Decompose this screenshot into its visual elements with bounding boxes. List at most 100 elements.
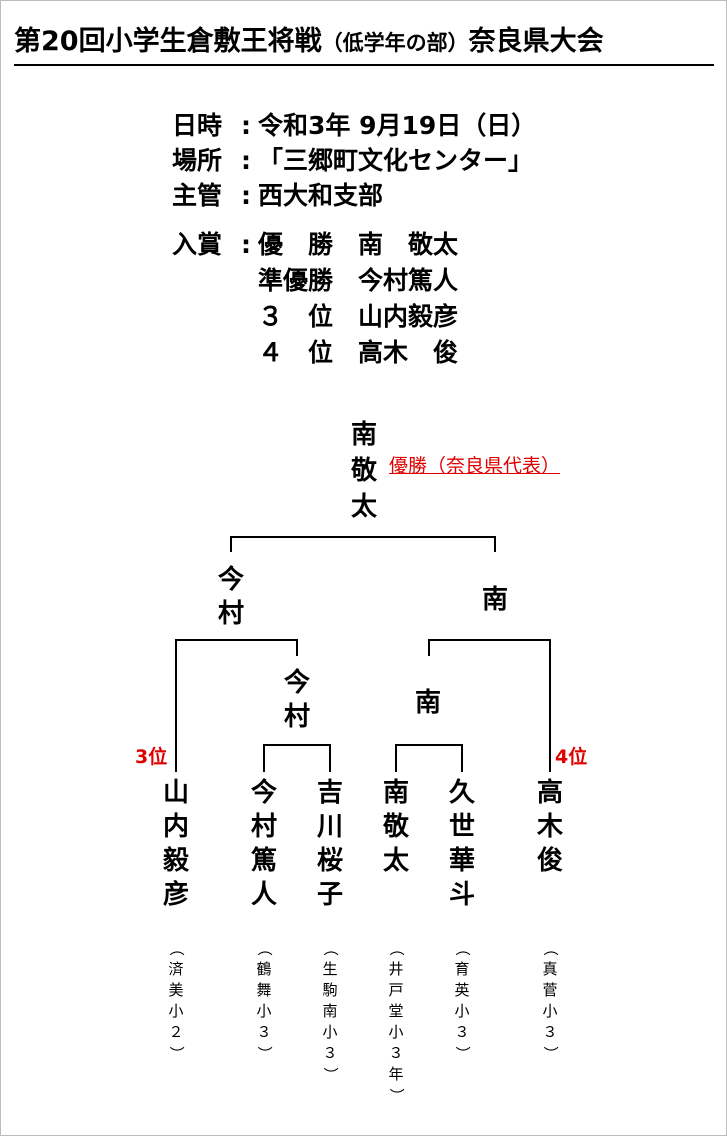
- champion-char: 敬: [350, 456, 377, 486]
- player-char: 内: [162, 812, 189, 842]
- player-char: 篤: [250, 846, 277, 876]
- school-char: ３: [256, 1023, 272, 1041]
- school-char: （: [453, 940, 472, 956]
- school-char: ２: [168, 1023, 184, 1041]
- player-char: 山: [162, 778, 189, 808]
- title-sub: （低学年の部）: [321, 31, 469, 55]
- venue-colon: :: [241, 146, 251, 175]
- prize-row-1: 優 勝南 敬太: [258, 232, 458, 257]
- player-name: 南 敬 太: [381, 776, 411, 878]
- date-label: 日時: [172, 111, 223, 140]
- player-char: 敬: [382, 812, 409, 842]
- school-char: 井: [388, 960, 404, 978]
- title-place: 奈良県大会: [468, 26, 604, 57]
- prize-colon: :: [241, 230, 251, 259]
- school-char: 小: [168, 1002, 184, 1020]
- quarter-left-char: 今: [283, 668, 310, 698]
- champion-note: 優勝（奈良県代表）: [389, 455, 561, 477]
- player-school: （ 生駒南小 ３ ）: [320, 938, 340, 1085]
- prize-rank: 優 勝: [258, 230, 334, 259]
- player-char: 人: [250, 880, 277, 910]
- final-connector: [230, 536, 496, 552]
- player-char: 今: [250, 778, 277, 808]
- player-char: 子: [316, 880, 343, 910]
- school-char: ）: [453, 1045, 472, 1061]
- school-char: 英: [454, 981, 470, 999]
- title-main: 第20回小学生倉敷王将戦: [14, 26, 322, 57]
- player-char: 久: [448, 778, 475, 808]
- prize-row-3: ３ 位山内毅彦: [258, 304, 458, 329]
- player-char: 斗: [448, 880, 475, 910]
- semi-left-char: 村: [217, 599, 244, 629]
- prize-label: 入賞: [172, 230, 223, 259]
- player-char: 川: [316, 812, 343, 842]
- date-colon: :: [241, 111, 251, 140]
- school-char: 小: [388, 1023, 404, 1041]
- school-char: 南: [322, 1002, 338, 1020]
- player-char: 太: [382, 846, 409, 876]
- player-char: 俊: [536, 846, 563, 876]
- school-char: 菅: [542, 981, 558, 999]
- page-title: 第20回小学生倉敷王将戦（低学年の部）奈良県大会: [14, 28, 604, 55]
- school-char: 小: [454, 1002, 470, 1020]
- school-char: 育: [454, 960, 470, 978]
- school-char: 年: [388, 1065, 404, 1083]
- quarter-right-connector: [395, 744, 463, 772]
- prize-name: 今村篤人: [358, 266, 459, 295]
- rank4-label: 4位: [555, 746, 588, 768]
- school-char: 戸: [388, 981, 404, 999]
- player-char: 南: [382, 778, 409, 808]
- title-underline: [14, 64, 714, 66]
- host-colon: :: [241, 181, 251, 210]
- school-char: ）: [167, 1045, 186, 1061]
- school-char: ３: [542, 1023, 558, 1041]
- player-char: 高: [536, 778, 563, 808]
- school-char: 美: [168, 981, 184, 999]
- player-char: 華: [448, 846, 475, 876]
- player-school: （ 育英小 ３ ）: [452, 938, 472, 1064]
- school-char: （: [387, 940, 406, 956]
- school-char: 小: [256, 1002, 272, 1020]
- prize-rank: ３ 位: [258, 302, 334, 331]
- school-char: 生: [322, 960, 338, 978]
- prize-rank: 準優勝: [258, 266, 334, 295]
- prize-name: 山内毅彦: [358, 302, 459, 331]
- player-char: 木: [536, 812, 563, 842]
- player-char: 桜: [316, 846, 343, 876]
- player-char: 毅: [162, 846, 189, 876]
- date-value: 令和3年 9月19日（日）: [258, 111, 537, 140]
- semi-left-connector: [175, 639, 298, 772]
- info-prize-row: 入賞:: [172, 232, 258, 257]
- school-char: 鶴: [256, 960, 272, 978]
- info-venue-row: 場所:「三郷町文化センター」: [172, 148, 533, 173]
- info-date-row: 日時:令和3年 9月19日（日）: [172, 113, 536, 138]
- semi-left-winner: 今 村: [216, 563, 246, 631]
- school-char: ）: [321, 1066, 340, 1082]
- prize-name: 高木 俊: [358, 338, 459, 367]
- host-value: 西大和支部: [258, 181, 384, 210]
- rank3-label: 3位: [135, 746, 168, 768]
- venue-label: 場所: [172, 146, 223, 175]
- school-char: ）: [387, 1087, 406, 1103]
- champion-char: 太: [350, 492, 377, 522]
- school-char: 真: [542, 960, 558, 978]
- player-char: 村: [250, 812, 277, 842]
- venue-value: 「三郷町文化センター」: [258, 146, 534, 175]
- semi-right-winner: 南: [482, 585, 509, 615]
- school-char: ３: [388, 1044, 404, 1062]
- school-char: 小: [322, 1023, 338, 1041]
- quarter-left-connector: [263, 744, 331, 772]
- player-name: 高 木 俊: [535, 776, 565, 878]
- info-host-row: 主管:西大和支部: [172, 183, 383, 208]
- champion-char: 南: [350, 420, 377, 450]
- school-char: 駒: [322, 981, 338, 999]
- school-char: ３: [322, 1044, 338, 1062]
- school-char: （: [167, 940, 186, 956]
- champion-name: 南 敬 太: [349, 417, 379, 525]
- player-char: 彦: [162, 880, 189, 910]
- player-name: 今 村 篤 人: [249, 776, 279, 912]
- school-char: ３: [454, 1023, 470, 1041]
- school-char: （: [321, 940, 340, 956]
